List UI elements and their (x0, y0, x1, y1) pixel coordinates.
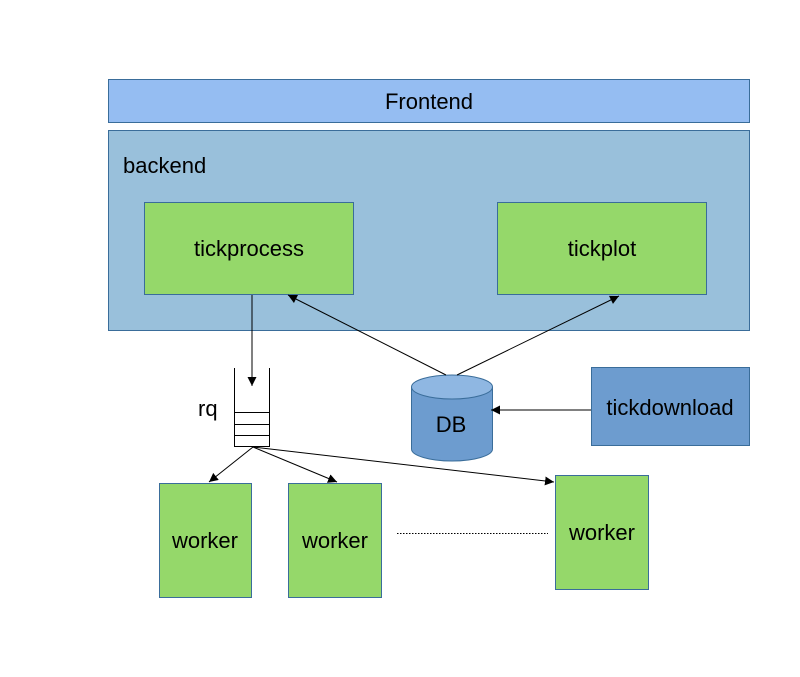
edge-rq-to-worker-2 (252, 446, 338, 483)
edge-db-to-tickplot (456, 295, 620, 376)
tickplot-label: tickplot (568, 236, 636, 261)
rq-queue: rq (198, 368, 270, 447)
worker-box-3: worker (555, 475, 649, 590)
frontend-box: Frontend (108, 79, 750, 123)
edge-rq-to-worker-3 (252, 446, 555, 486)
tickplot-box: tickplot (497, 202, 707, 295)
tickprocess-label: tickprocess (194, 236, 304, 261)
frontend-label: Frontend (385, 89, 473, 114)
worker-box-1: worker (159, 483, 252, 598)
worker-label-1: worker (171, 528, 238, 553)
backend-label: backend (123, 153, 206, 178)
db-label: DB (436, 412, 467, 437)
edge-db-to-tickprocess (287, 294, 447, 376)
edge-rq-to-worker-1 (208, 446, 254, 483)
worker-label-3: worker (568, 520, 635, 545)
worker-box-2: worker (288, 483, 382, 598)
worker-label-2: worker (301, 528, 368, 553)
edges (208, 294, 620, 486)
rq-label: rq (198, 396, 218, 421)
tickprocess-box: tickprocess (144, 202, 354, 295)
tickdownload-label: tickdownload (606, 395, 733, 420)
db-cylinder: DB (411, 374, 493, 462)
tickdownload-box: tickdownload (591, 367, 750, 446)
